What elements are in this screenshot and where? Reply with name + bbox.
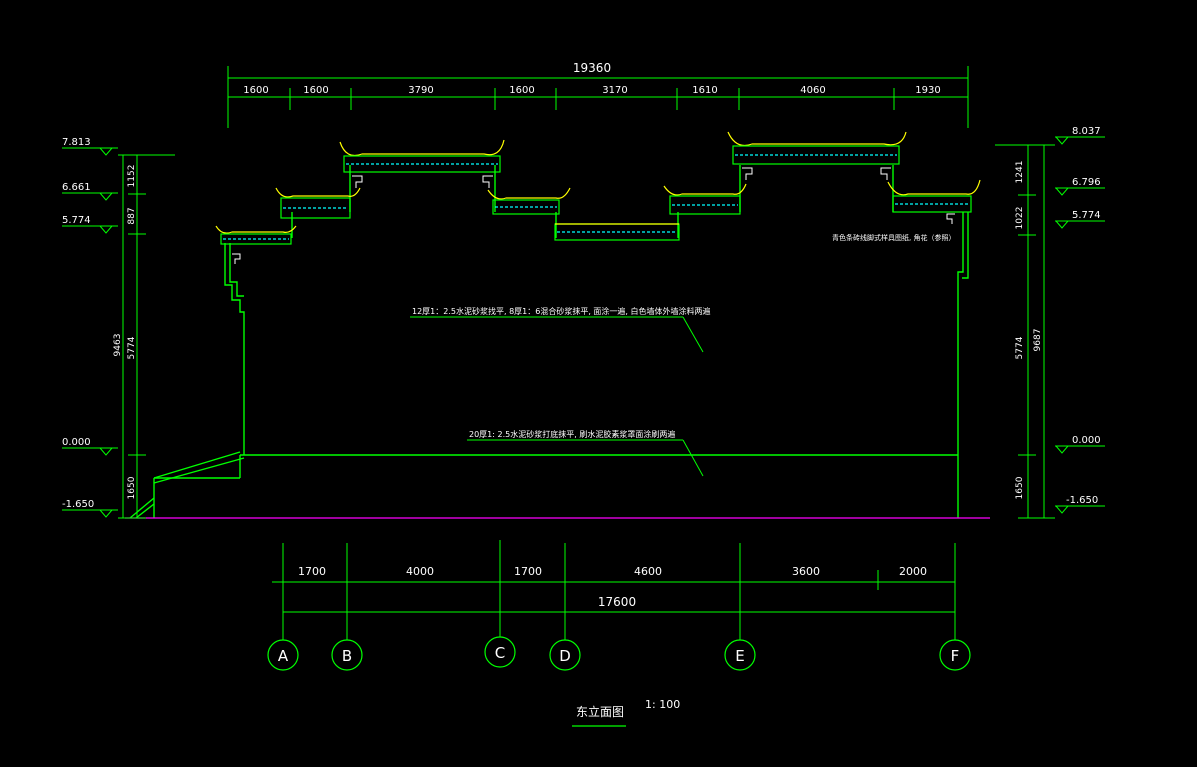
top-dimension-labels: 1600 1600 3790 1600 3170 1610 4060 1930 [243,85,940,96]
axis-bubbles [267,636,971,671]
wall-outline [129,165,969,519]
corner-ornaments [232,167,955,264]
left-level-3: 5.774 [62,215,91,226]
right-level-4: 0.000 [1072,435,1101,446]
right-level-2: 6.796 [1072,177,1101,188]
right-dim-2: 1022 [1015,207,1025,230]
bottom-dim-4: 4600 [634,565,662,578]
roof-cap-4 [487,187,571,215]
top-dim-8: 1930 [915,85,940,96]
note-plaster-wall: 12厚1：2.5水泥砂浆找平, 8厚1：6混合砂浆抹平, 面涂一遍, 白色墙体外… [412,306,711,316]
roof-cap-2 [275,187,361,219]
right-dim-outer: 9687 [1033,329,1043,352]
right-dim-1: 1241 [1015,161,1025,184]
left-level-1: 7.813 [62,137,91,148]
left-level-labels: 7.813 6.661 5.774 0.000 -1.650 [62,137,94,510]
top-dim-1: 1600 [243,85,268,96]
axis-labels: A B C D E F [278,644,959,665]
left-level-2: 6.661 [62,182,91,193]
right-dim-4: 1650 [1015,476,1025,499]
right-dim-3: 5774 [1015,336,1025,359]
left-dim-outer: 9463 [113,334,123,357]
bottom-dim-2: 4000 [406,565,434,578]
right-level-markers [995,136,1105,519]
top-dim-2: 1600 [303,85,328,96]
bottom-dim-1: 1700 [298,565,326,578]
roof-cap-1 [215,225,297,245]
top-dim-6: 1610 [692,85,717,96]
roof-cap-8 [887,179,981,213]
left-dim-1: 1152 [127,165,137,188]
right-dim-labels: 1241 1022 5774 1650 9687 [1015,161,1043,500]
axis-label-b: B [342,647,352,665]
note-plinth: 20厚1: 2.5水泥砂浆打底抹平, 刷水泥胶素浆罩面涂刷两遍 [469,429,675,439]
axis-label-e: E [735,647,744,665]
top-dim-3: 3790 [408,85,433,96]
note-cornice: 青色条砖线脚式样具图纸, 角花（参照） [832,233,955,242]
axis-label-d: D [559,647,571,665]
drawing-title: 东立面图 [576,704,624,719]
left-level-5: -1.650 [62,499,94,510]
overall-bottom-dimension: 17600 [598,595,636,609]
right-level-labels: 8.037 6.796 5.774 0.000 -1.650 [1066,126,1101,506]
leaders [410,316,704,477]
right-level-5: -1.650 [1066,495,1098,506]
bottom-dim-6: 2000 [899,565,927,578]
bottom-dim-5: 3600 [792,565,820,578]
top-dimension-chain [227,66,969,128]
left-dim-4: 1650 [127,476,137,499]
left-dim-labels: 1152 887 5774 1650 9463 [113,165,137,500]
axis-label-f: F [951,647,960,665]
bottom-dimension-labels: 1700 4000 1700 4600 3600 2000 17600 [298,565,927,609]
roof-cap-6 [663,183,747,215]
roof-cap-5 [554,223,680,241]
top-dim-5: 3170 [602,85,627,96]
top-dim-7: 4060 [800,85,825,96]
left-dim-2: 887 [127,207,137,224]
bottom-dimension-chain [272,540,956,640]
roof-caps [215,131,981,264]
right-level-1: 8.037 [1072,126,1101,137]
bottom-dim-3: 1700 [514,565,542,578]
left-level-markers [62,147,175,519]
drawing-scale: 1: 100 [645,698,680,711]
axis-label-a: A [278,647,289,665]
right-level-3: 5.774 [1072,210,1101,221]
roof-cap-3 [339,139,505,173]
roof-cap-7 [727,131,907,165]
overall-top-dimension: 19360 [573,61,611,75]
left-dim-3: 5774 [127,336,137,359]
axis-label-c: C [495,644,505,662]
top-dim-4: 1600 [509,85,534,96]
left-level-4: 0.000 [62,437,91,448]
